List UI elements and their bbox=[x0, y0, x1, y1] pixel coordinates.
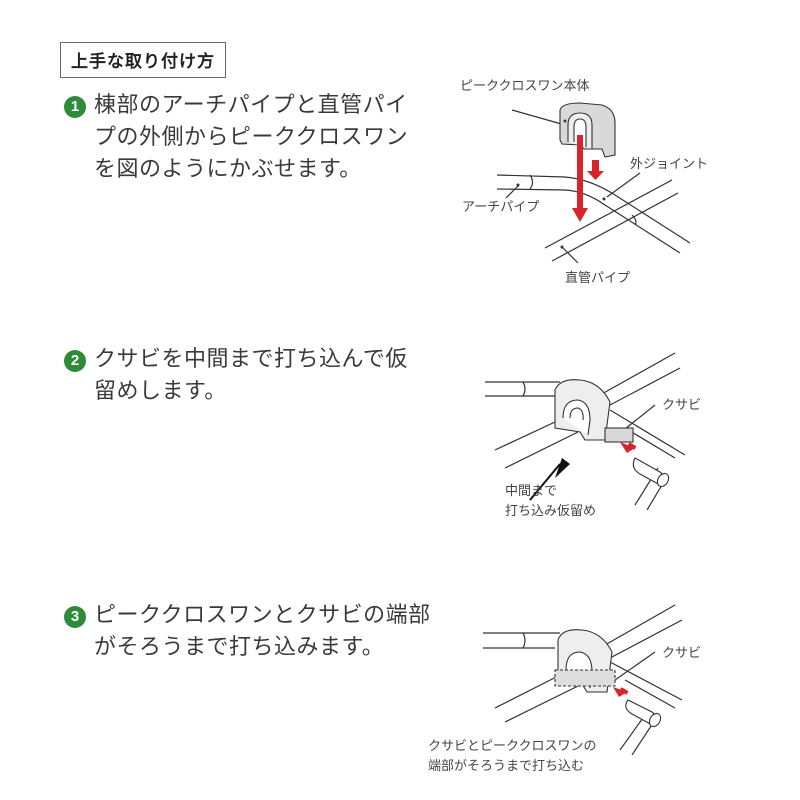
pipe-assembly-illustration bbox=[496, 102, 691, 264]
step-3-diagram: クサビ クサビとピーククロスワンの 端部がそろうまで打ち込む bbox=[420, 600, 720, 780]
wedge-half-driven-illustration bbox=[485, 352, 686, 511]
wedge-fully-driven-illustration bbox=[483, 604, 683, 756]
step-number-badge: 2 bbox=[64, 350, 86, 372]
label-note-line-2: 打ち込み仮留め bbox=[505, 504, 597, 519]
instruction-line: プの外側からピーククロスワン bbox=[94, 125, 409, 150]
instruction-line: クサビを中間まで打ち込んで仮 bbox=[94, 347, 408, 372]
instruction-line: がそろうまで打ち込みます。 bbox=[94, 635, 385, 660]
label-note-line-1: クサビとピーククロスワンの bbox=[428, 739, 597, 754]
label-straight-pipe: 直管パイプ bbox=[565, 271, 631, 286]
step-number-badge: 3 bbox=[64, 606, 86, 628]
instruction-line: ピーククロスワンとクサビの端部 bbox=[94, 603, 431, 628]
label-note-line-1: 中間まで bbox=[505, 484, 558, 499]
label-wedge: クサビ bbox=[662, 398, 702, 413]
label-arch-pipe: アーチパイプ bbox=[462, 200, 540, 215]
label-outer-joint: 外ジョイント bbox=[630, 157, 709, 172]
step-instruction: クサビを中間まで打ち込んで仮 留めします。 bbox=[94, 344, 408, 408]
step-1: 1 棟部のアーチパイプと直管パイ プの外側からピーククロスワン を図のようにかぶ… bbox=[64, 90, 408, 186]
instruction-line: 棟部のアーチパイプと直管パイ bbox=[94, 93, 408, 118]
section-heading: 上手な取り付け方 bbox=[60, 42, 226, 78]
step-instruction: ピーククロスワンとクサビの端部 がそろうまで打ち込みます。 bbox=[94, 600, 431, 664]
label-wedge: クサビ bbox=[662, 646, 702, 661]
step-3: 3 ピーククロスワンとクサビの端部 がそろうまで打ち込みます。 bbox=[64, 600, 431, 664]
step-number-badge: 1 bbox=[64, 96, 86, 118]
step-1-diagram: ピーククロスワン本体 外ジョイント アーチパイプ 直管パイプ bbox=[440, 65, 720, 295]
instruction-line: を図のようにかぶせます。 bbox=[94, 157, 362, 182]
label-note-line-2: 端部がそろうまで打ち込む bbox=[428, 759, 585, 774]
step-2: 2 クサビを中間まで打ち込んで仮 留めします。 bbox=[64, 344, 408, 408]
step-2-diagram: クサビ 中間まで 打ち込み仮留め bbox=[470, 340, 720, 540]
step-instruction: 棟部のアーチパイプと直管パイ プの外側からピーククロスワン を図のようにかぶせま… bbox=[94, 90, 408, 186]
instruction-line: 留めします。 bbox=[94, 379, 227, 404]
label-peak-cross-one-body: ピーククロスワン本体 bbox=[460, 79, 590, 94]
